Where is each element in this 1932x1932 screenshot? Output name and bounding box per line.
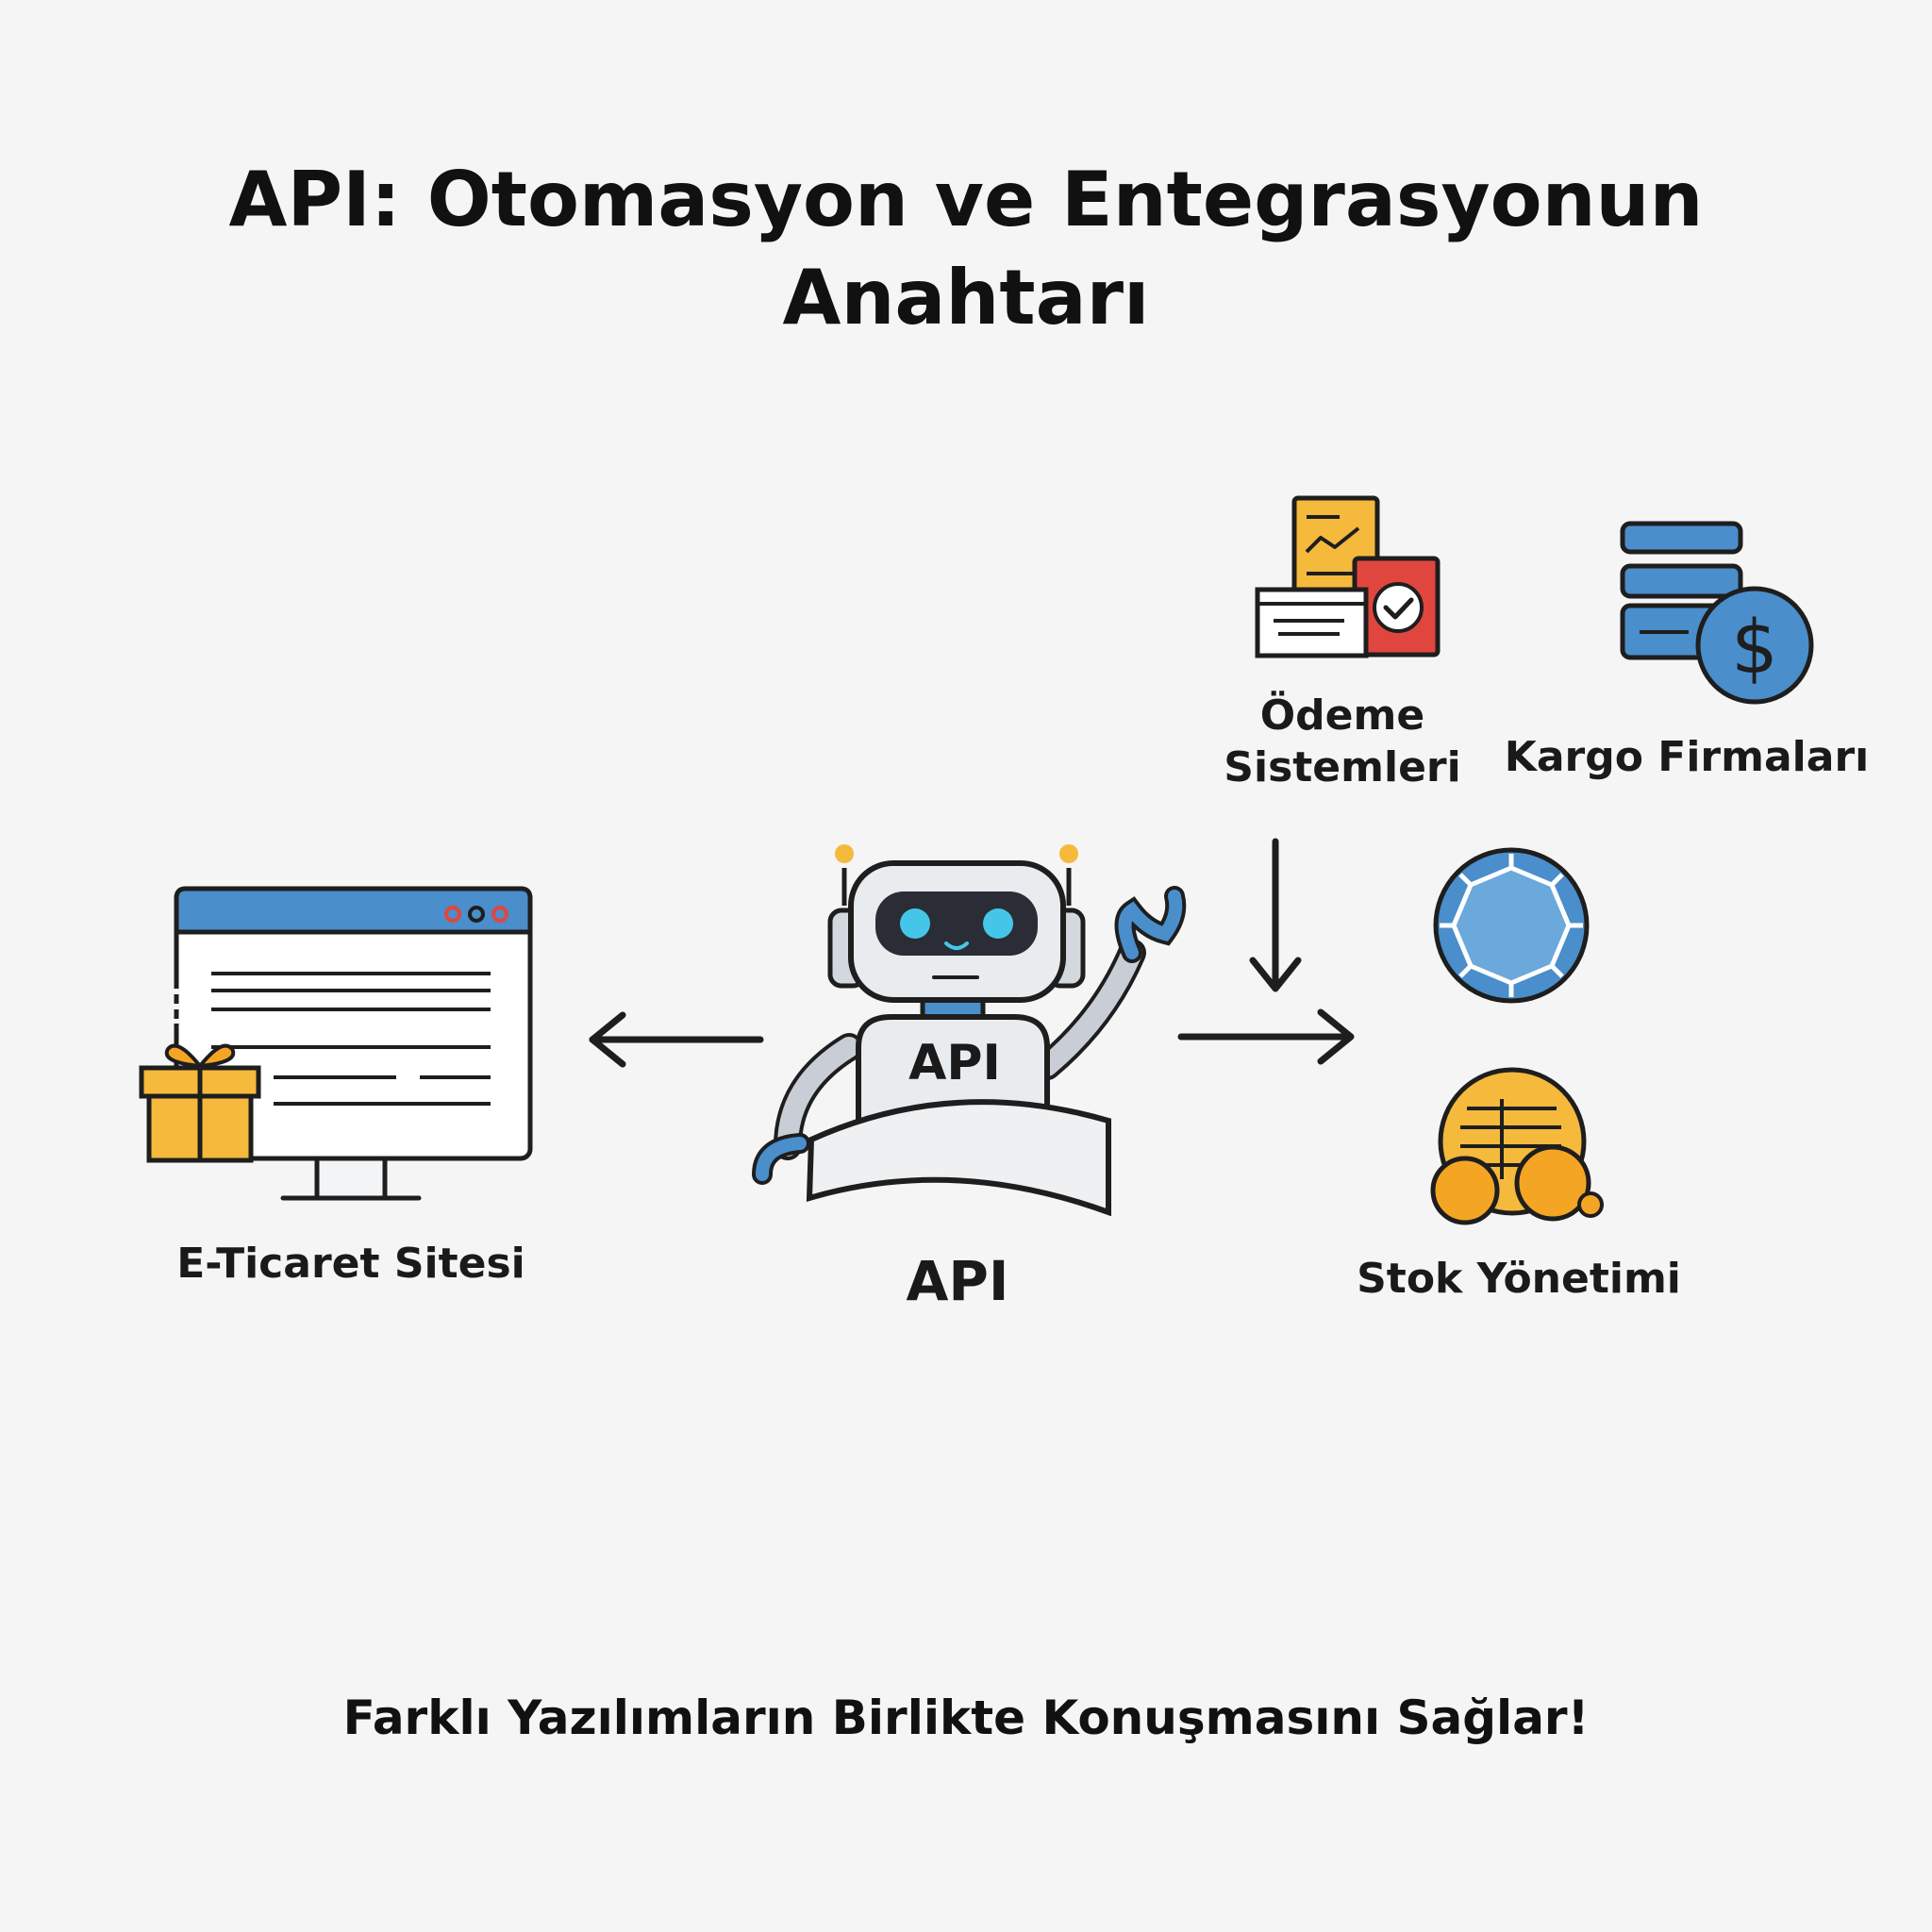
title-line-2: Anahtarı xyxy=(782,254,1150,341)
gift-icon xyxy=(139,1043,261,1163)
stock-coins-icon xyxy=(1430,1067,1604,1225)
shipping-server-dollar-icon: $ xyxy=(1620,521,1814,705)
arrow-down xyxy=(1249,838,1302,992)
arrow-to-services xyxy=(1177,1008,1355,1065)
payment-label-line-2: Sistemleri xyxy=(1224,743,1460,791)
payment-documents-icon xyxy=(1255,495,1441,658)
api-label: API xyxy=(907,1249,1009,1313)
robot-api-badge: API xyxy=(908,1035,1001,1091)
page-title: API: Otomasyon ve Entegrasyonun Anahtarı xyxy=(0,151,1932,347)
title-line-1: API: Otomasyon ve Entegrasyonun xyxy=(228,156,1704,243)
arrow-to-ecommerce xyxy=(589,1011,764,1068)
footer-tagline: Farklı Yazılımların Birlikte Konuşmasını… xyxy=(342,1690,1590,1745)
payment-label-line-1: Ödeme xyxy=(1260,690,1424,740)
svg-text:$: $ xyxy=(1731,606,1778,691)
stock-label: Stok Yönetimi xyxy=(1357,1255,1681,1303)
network-globe-icon xyxy=(1433,847,1590,1004)
robot-icon: API xyxy=(752,844,1187,1217)
ecommerce-label: E-Ticaret Sitesi xyxy=(176,1240,525,1288)
browser-window-with-gift-icon xyxy=(139,886,533,1201)
shipping-label: Kargo Firmaları xyxy=(1505,733,1869,781)
